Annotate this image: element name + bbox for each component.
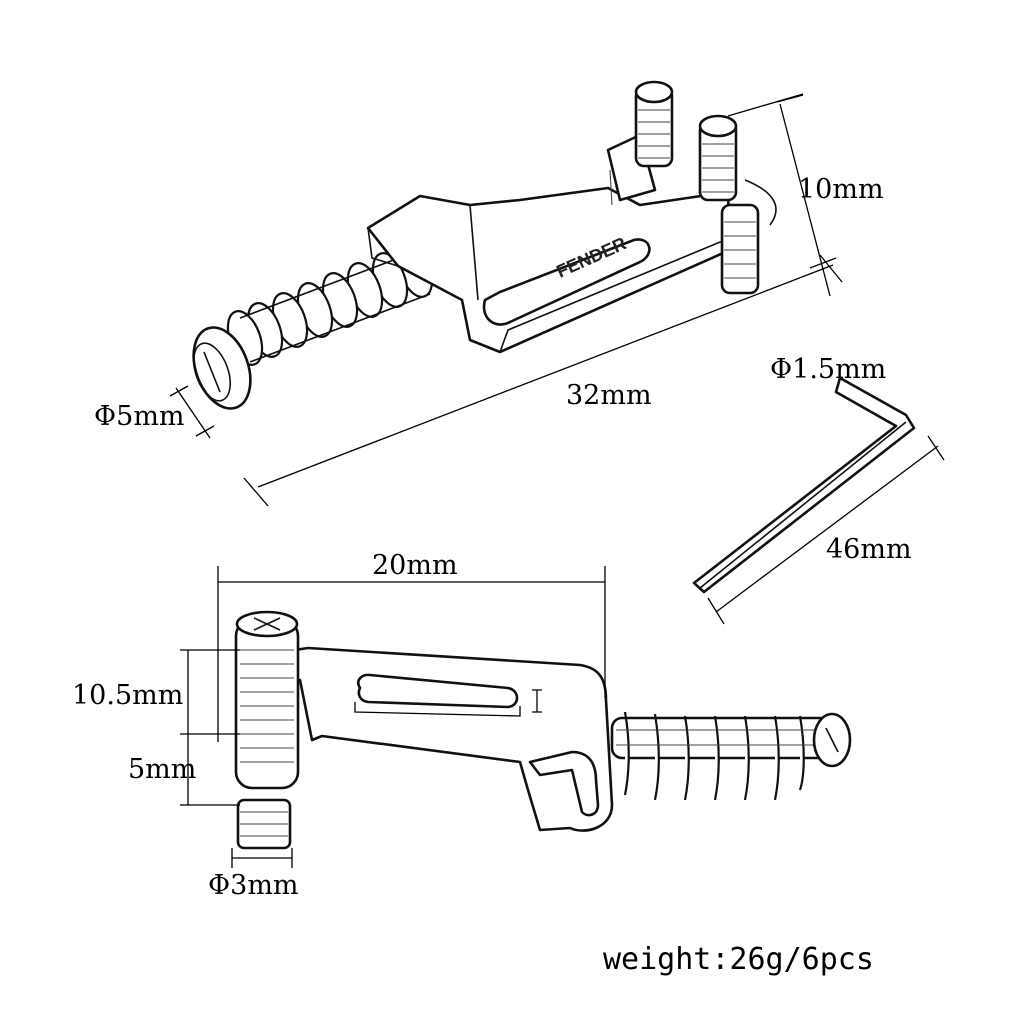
bottom-saddle-height-screw bbox=[234, 610, 300, 850]
dimension-lines-hexkey bbox=[707, 435, 945, 625]
label-diameter-1-5mm: Φ1.5mm bbox=[770, 354, 886, 385]
top-saddle-height-screw-2 bbox=[698, 114, 738, 202]
label-diameter-3mm: Φ3mm bbox=[208, 870, 299, 901]
hex-key-drawing bbox=[692, 376, 916, 594]
top-saddle-drawing: FENDER bbox=[192, 80, 777, 410]
label-height-10mm: 10mm bbox=[798, 174, 884, 205]
dimension-lines-bottom bbox=[180, 566, 606, 868]
top-saddle-height-screw-3 bbox=[720, 179, 777, 295]
bottom-saddle-screw-head bbox=[812, 712, 852, 768]
label-length-20mm: 20mm bbox=[372, 550, 458, 581]
top-saddle-height-screw-1 bbox=[634, 80, 674, 168]
bottom-saddle-drawing bbox=[234, 610, 852, 850]
dimension-lines-top bbox=[169, 93, 843, 507]
bottom-saddle-spring bbox=[610, 711, 832, 801]
weight-caption: weight:26g/6pcs bbox=[603, 942, 874, 977]
label-length-32mm: 32mm bbox=[566, 380, 652, 411]
bottom-saddle-body bbox=[240, 646, 614, 832]
label-length-46mm: 46mm bbox=[826, 534, 912, 565]
label-height-5mm: 5mm bbox=[128, 754, 196, 785]
top-saddle-screw-head bbox=[192, 326, 252, 410]
label-height-10-5mm: 10.5mm bbox=[72, 680, 183, 711]
top-saddle-body: FENDER bbox=[366, 133, 732, 354]
label-diameter-5mm: Φ5mm bbox=[94, 401, 185, 432]
